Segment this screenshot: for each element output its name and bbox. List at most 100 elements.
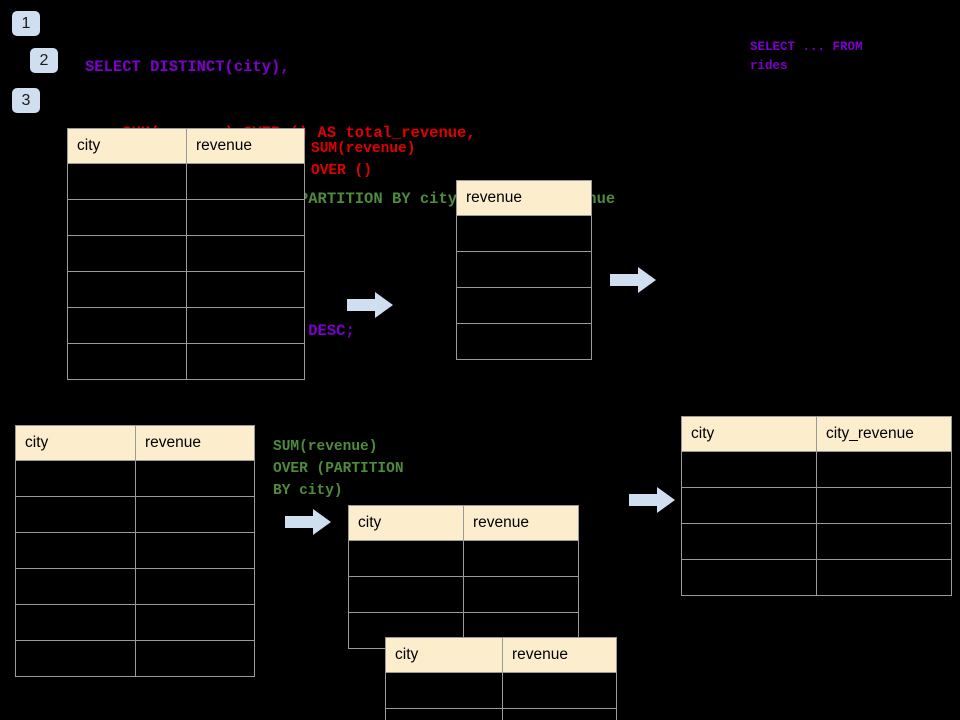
table-row [456, 287, 592, 324]
cell-city [15, 532, 136, 569]
cell-city [681, 451, 817, 488]
partition-group-table-b: city revenue [385, 637, 617, 720]
table-row [456, 323, 592, 360]
table-row [15, 568, 255, 605]
arrow-source-to-partition-icon [285, 508, 331, 536]
column-header-revenue: revenue [135, 425, 255, 461]
table-header-row: city revenue [67, 128, 305, 164]
table-header-row: city revenue [15, 425, 255, 461]
cell-revenue [186, 307, 305, 344]
arrow-source-to-total-icon [347, 291, 393, 319]
arrow-total-to-result-icon [610, 266, 656, 294]
table-row [15, 532, 255, 569]
cell-city [67, 343, 187, 380]
column-header-revenue: revenue [502, 637, 617, 673]
arrow-partition-to-result-icon [629, 486, 675, 514]
cell-city [385, 672, 503, 709]
cell-revenue [502, 708, 617, 720]
table-row [67, 199, 305, 236]
table-row [681, 451, 952, 488]
column-header-city: city [67, 128, 187, 164]
cell-city-revenue [816, 451, 952, 488]
table-row [385, 672, 617, 709]
table-header-row: revenue [456, 180, 592, 216]
cell-city [15, 568, 136, 605]
final-result-table: city city_revenue [681, 416, 952, 596]
cell-revenue [186, 199, 305, 236]
cell-revenue [456, 323, 592, 360]
cell-city [348, 576, 464, 613]
sql-line-1: SELECT DISTINCT(city), [85, 58, 290, 76]
table-row [456, 215, 592, 252]
column-header-revenue: revenue [186, 128, 305, 164]
table-row [67, 235, 305, 272]
cell-revenue [135, 568, 255, 605]
cell-revenue [135, 640, 255, 677]
cell-city [681, 559, 817, 596]
step-badge-1: 1 [12, 11, 40, 36]
table-row [681, 487, 952, 524]
cell-city [15, 496, 136, 533]
column-header-revenue: revenue [456, 180, 592, 216]
annotation-sum-over-empty: SUM(revenue) OVER () [311, 141, 416, 179]
cell-revenue [135, 460, 255, 497]
table-row [681, 523, 952, 560]
cell-city [67, 163, 187, 200]
table-row [67, 163, 305, 200]
annotation-sum-over-partition: SUM(revenue) OVER (PARTITION BY city) [273, 439, 404, 499]
rides-source-table: city revenue [67, 128, 305, 380]
cell-revenue [186, 343, 305, 380]
cell-revenue [135, 604, 255, 641]
table-row [15, 604, 255, 641]
column-header-city: city [681, 416, 817, 452]
table-row [67, 343, 305, 380]
column-header-city: city [15, 425, 136, 461]
table-row [385, 708, 617, 720]
cell-revenue [456, 287, 592, 324]
cell-revenue [456, 215, 592, 252]
rides-source-table-partitioned: city revenue [15, 425, 255, 677]
cell-city [348, 540, 464, 577]
cell-city [67, 271, 187, 308]
table-row [67, 307, 305, 344]
cell-revenue [186, 163, 305, 200]
table-header-row: city revenue [385, 637, 617, 673]
table-row [15, 460, 255, 497]
step-badge-3: 3 [12, 88, 40, 113]
step-badge-2: 2 [30, 48, 58, 73]
cell-city-revenue [816, 523, 952, 560]
column-header-city: city [385, 637, 503, 673]
cell-city-revenue [816, 487, 952, 524]
table-row [15, 640, 255, 677]
cell-city [385, 708, 503, 720]
table-row [348, 576, 579, 613]
cell-city [67, 199, 187, 236]
table-row [15, 496, 255, 533]
column-header-city-revenue: city_revenue [816, 416, 952, 452]
cell-city [15, 604, 136, 641]
cell-revenue [463, 576, 579, 613]
cell-city [15, 640, 136, 677]
table-row [456, 251, 592, 288]
table-row [681, 559, 952, 596]
cell-revenue [463, 540, 579, 577]
cell-city-revenue [816, 559, 952, 596]
table-row [348, 540, 579, 577]
cell-city [67, 235, 187, 272]
total-revenue-table: revenue [456, 180, 592, 360]
cell-revenue [186, 271, 305, 308]
table-header-row: city city_revenue [681, 416, 952, 452]
cell-city [681, 523, 817, 560]
cell-revenue [502, 672, 617, 709]
cell-city [15, 460, 136, 497]
cell-revenue [456, 251, 592, 288]
cell-revenue [186, 235, 305, 272]
partition-group-table-a: city revenue [348, 505, 579, 649]
cell-revenue [135, 496, 255, 533]
cell-city [67, 307, 187, 344]
cell-city [681, 487, 817, 524]
table-row [67, 271, 305, 308]
table-header-row: city revenue [348, 505, 579, 541]
column-header-revenue: revenue [463, 505, 579, 541]
